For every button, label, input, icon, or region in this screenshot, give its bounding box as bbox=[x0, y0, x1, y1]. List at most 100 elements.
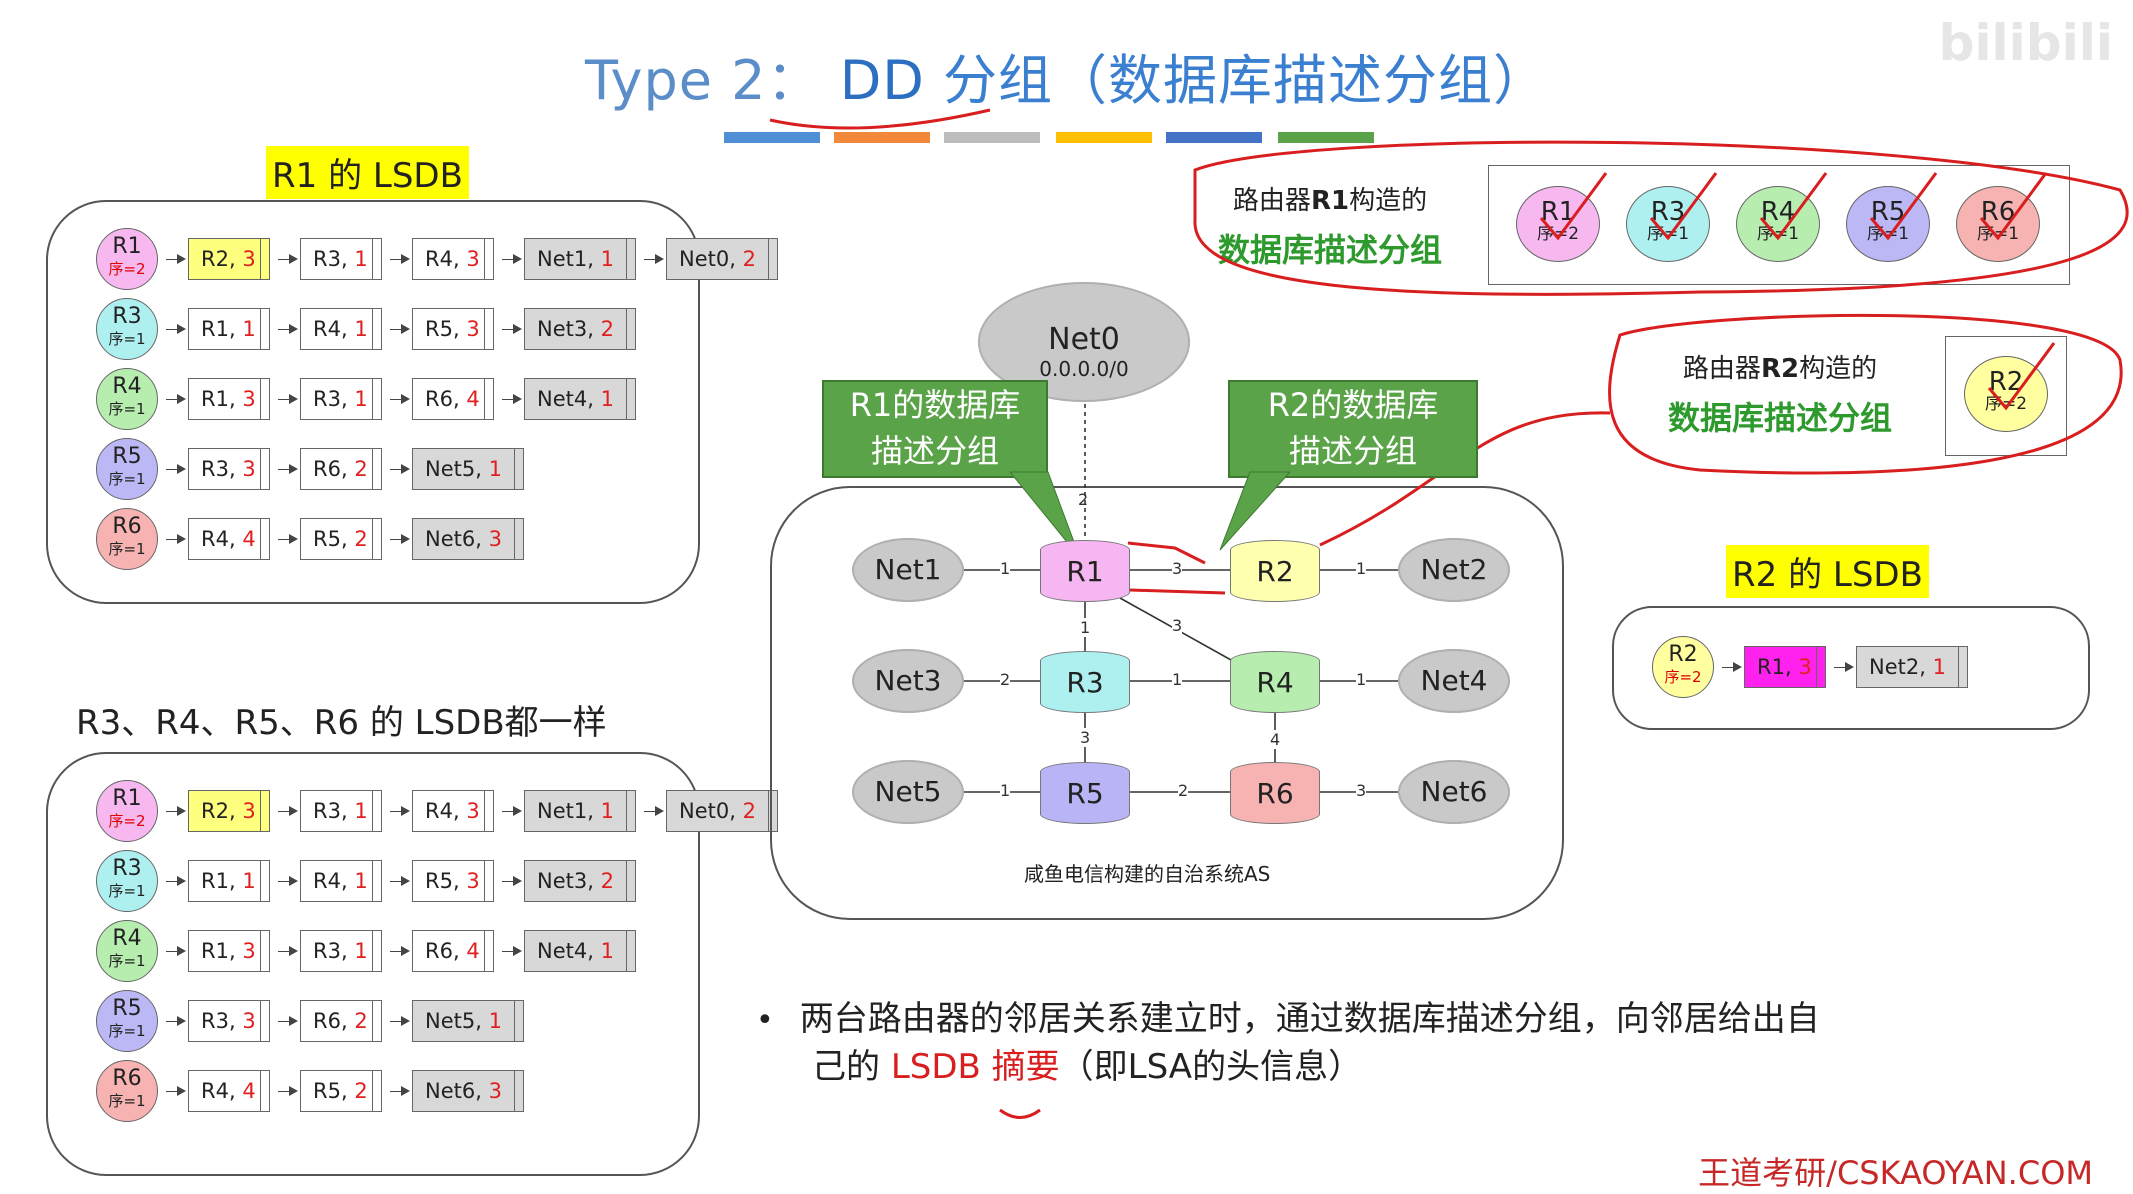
r1-lsdb-arrow bbox=[278, 534, 298, 544]
r1-lsdb-lsa-entry: R3, 1 bbox=[300, 238, 382, 280]
other-lsdb-lsa-entry-cost: 2 bbox=[600, 869, 614, 893]
r1-dd-check-mark bbox=[1759, 172, 1828, 241]
r1-lsdb-arrow bbox=[390, 254, 410, 264]
r1-lsdb-lsa-entry-id: Net5, bbox=[425, 457, 489, 481]
r2-dd-suffix: 构造的 bbox=[1799, 354, 1878, 384]
r1-lsdb-lsa-entry-id: Net1, bbox=[537, 247, 601, 271]
r1-lsdb-lsa-entry: R3, 3 bbox=[188, 448, 270, 490]
r2-dd-check-mark bbox=[1987, 342, 2056, 411]
other-lsdb-lsa-entry: Net4, 1 bbox=[524, 930, 636, 972]
cost-r1-r4: 3 bbox=[1172, 616, 1183, 635]
r2-dd-title: 数据库描述分组 bbox=[1667, 399, 1892, 437]
router-r3: R3 bbox=[1040, 651, 1130, 713]
other-lsdb-lsa-entry-cap bbox=[260, 1001, 269, 1041]
net5-cloud: Net5 bbox=[852, 760, 964, 824]
other-lsdb-lsa-entry-cost: 1 bbox=[354, 869, 368, 893]
r2-lsdb-lsa-entry-id: Net2, bbox=[1869, 655, 1933, 679]
other-lsdb-lsa-entry-cost: 3 bbox=[466, 799, 480, 823]
annotation-arrow-r1-r2 bbox=[1129, 588, 1226, 595]
r1-lsdb-lsa-entry-id: R5, bbox=[313, 527, 355, 551]
other-lsdb-lsa-entry-cost: 2 bbox=[354, 1009, 368, 1033]
r1-lsdb-lsa-entry-cost: 1 bbox=[600, 247, 614, 271]
other-lsdb-lsa-entry-cost: 4 bbox=[466, 939, 480, 963]
r1-lsdb-lsa-entry-id: R4, bbox=[313, 317, 355, 341]
other-lsdb-arrow bbox=[278, 876, 298, 886]
r1-lsdb-lsa-entry-cap bbox=[260, 449, 269, 489]
r1-lsdb-lsa-entry: R6, 4 bbox=[412, 378, 494, 420]
other-lsdb-lsa-entry-cap bbox=[260, 791, 269, 831]
title-cn: 分组（数据库描述分组） bbox=[943, 49, 1549, 112]
other-lsdb-lsa-entry-id: R1, bbox=[201, 869, 243, 893]
other-lsdb-lsa-entry-cap bbox=[514, 1001, 523, 1041]
other-lsdb-lsa-entry-cap bbox=[514, 1071, 523, 1111]
r1-lsdb-arrow bbox=[278, 464, 298, 474]
color-bar-4 bbox=[1056, 132, 1152, 143]
r1-lsdb-arrow bbox=[390, 464, 410, 474]
other-lsdb-lsa-entry-id: R4, bbox=[201, 1079, 243, 1103]
r1-lsdb-lsa-entry-cost: 3 bbox=[488, 527, 502, 551]
other-lsdb-lsa-entry-cap bbox=[372, 791, 381, 831]
other-lsdb-lsa-entry: R6, 4 bbox=[412, 930, 494, 972]
r1-lsdb-lsa-entry-id: Net3, bbox=[537, 317, 601, 341]
other-lsdb-lsa-entry-cost: 3 bbox=[466, 869, 480, 893]
r1-lsdb-lsa-entry-cap bbox=[260, 519, 269, 559]
other-lsdb-router-name: R5 bbox=[112, 996, 142, 1021]
r1-lsdb-lsa-entry-cost: 1 bbox=[488, 457, 502, 481]
r1-lsdb-router-seq: 序=1 bbox=[108, 400, 146, 418]
r1-lsdb-lsa-entry-cap bbox=[260, 309, 269, 349]
other-lsdb-lsa-entry-cap bbox=[260, 931, 269, 971]
other-lsdb-lsa-entry-id: R6, bbox=[313, 1009, 355, 1033]
other-lsdb-lsa-entry-cap bbox=[626, 861, 635, 901]
r1-dd-item-seq: 序=1 bbox=[1866, 224, 1910, 244]
watermark: bilibili bbox=[1938, 14, 2113, 72]
r1-lsdb-lsa-entry: R6, 2 bbox=[300, 448, 382, 490]
other-lsdb-lsa-entry-cost: 1 bbox=[600, 939, 614, 963]
bullet-lsdb: LSDB bbox=[890, 1047, 981, 1087]
other-lsdb-arrow bbox=[502, 876, 522, 886]
other-lsdb-lsa-entry-cap bbox=[372, 931, 381, 971]
other-lsdb-arrow bbox=[166, 806, 186, 816]
r1-lsdb-lsa-entry-cap bbox=[514, 449, 523, 489]
r1-lsdb-lsa-entry-cap bbox=[260, 379, 269, 419]
bullet-summary: 摘要 bbox=[991, 1047, 1060, 1087]
r1-lsdb-arrow bbox=[278, 254, 298, 264]
other-lsdb-router-name: R1 bbox=[112, 786, 142, 811]
r1-lsdb-lsa-entry-cap bbox=[484, 239, 493, 279]
other-lsdb-lsa-entry-cost: 1 bbox=[354, 799, 368, 823]
other-lsdb-lsa-entry: R4, 4 bbox=[188, 1070, 270, 1112]
r1-lsdb-router-name: R5 bbox=[112, 444, 142, 469]
r1-lsdb-router-seq: 序=2 bbox=[108, 260, 146, 278]
router-r1: R1 bbox=[1040, 540, 1130, 602]
r1-lsdb-arrow bbox=[502, 254, 522, 264]
other-lsdb-arrow bbox=[166, 1016, 186, 1026]
other-lsdb-router-seq: 序=1 bbox=[108, 952, 146, 970]
r1-lsdb-arrow bbox=[166, 464, 186, 474]
other-lsdb-lsa-entry-cost: 4 bbox=[242, 1079, 256, 1103]
r1-lsdb-lsa-entry: Net0, 2 bbox=[666, 238, 778, 280]
other-lsdb-lsa-entry-cap bbox=[768, 791, 777, 831]
other-lsdb-router-name: R4 bbox=[112, 926, 142, 951]
net0-addr: 0.0.0.0/0 bbox=[1039, 357, 1129, 381]
other-lsdb-lsa-entry-id: R5, bbox=[313, 1079, 355, 1103]
other-lsdb-arrow bbox=[166, 946, 186, 956]
annotation-arrow-r1 bbox=[1127, 541, 1206, 565]
other-lsdb-lsa-entry: R1, 1 bbox=[188, 860, 270, 902]
other-lsdb-arrow bbox=[390, 876, 410, 886]
as-caption: 咸鱼电信构建的自治系统AS bbox=[1024, 862, 1271, 886]
other-lsdb-lsa-entry: Net3, 2 bbox=[524, 860, 636, 902]
footer: 王道考研/CSKAOYAN.COM bbox=[1698, 1154, 2093, 1192]
cost-net3-r3: 2 bbox=[1000, 670, 1011, 689]
r1-lsdb-lsa-entry-cost: 2 bbox=[600, 317, 614, 341]
r1-lsdb-router-name: R6 bbox=[112, 514, 142, 539]
r1-lsdb-lsa-entry-cost: 1 bbox=[354, 387, 368, 411]
other-lsdb-lsa-entry: R4, 3 bbox=[412, 790, 494, 832]
other-lsdb-lsa-entry-cost: 1 bbox=[600, 799, 614, 823]
r1-dd-prefix: 路由器 bbox=[1232, 186, 1311, 216]
other-lsdb-lsa-entry-id: Net6, bbox=[425, 1079, 489, 1103]
net4-cloud: Net4 bbox=[1398, 649, 1510, 713]
other-lsdb-lsa-entry-cost: 2 bbox=[354, 1079, 368, 1103]
net0-label: Net0 bbox=[1048, 322, 1120, 357]
other-lsdb-lsa-entry-cap bbox=[372, 1001, 381, 1041]
